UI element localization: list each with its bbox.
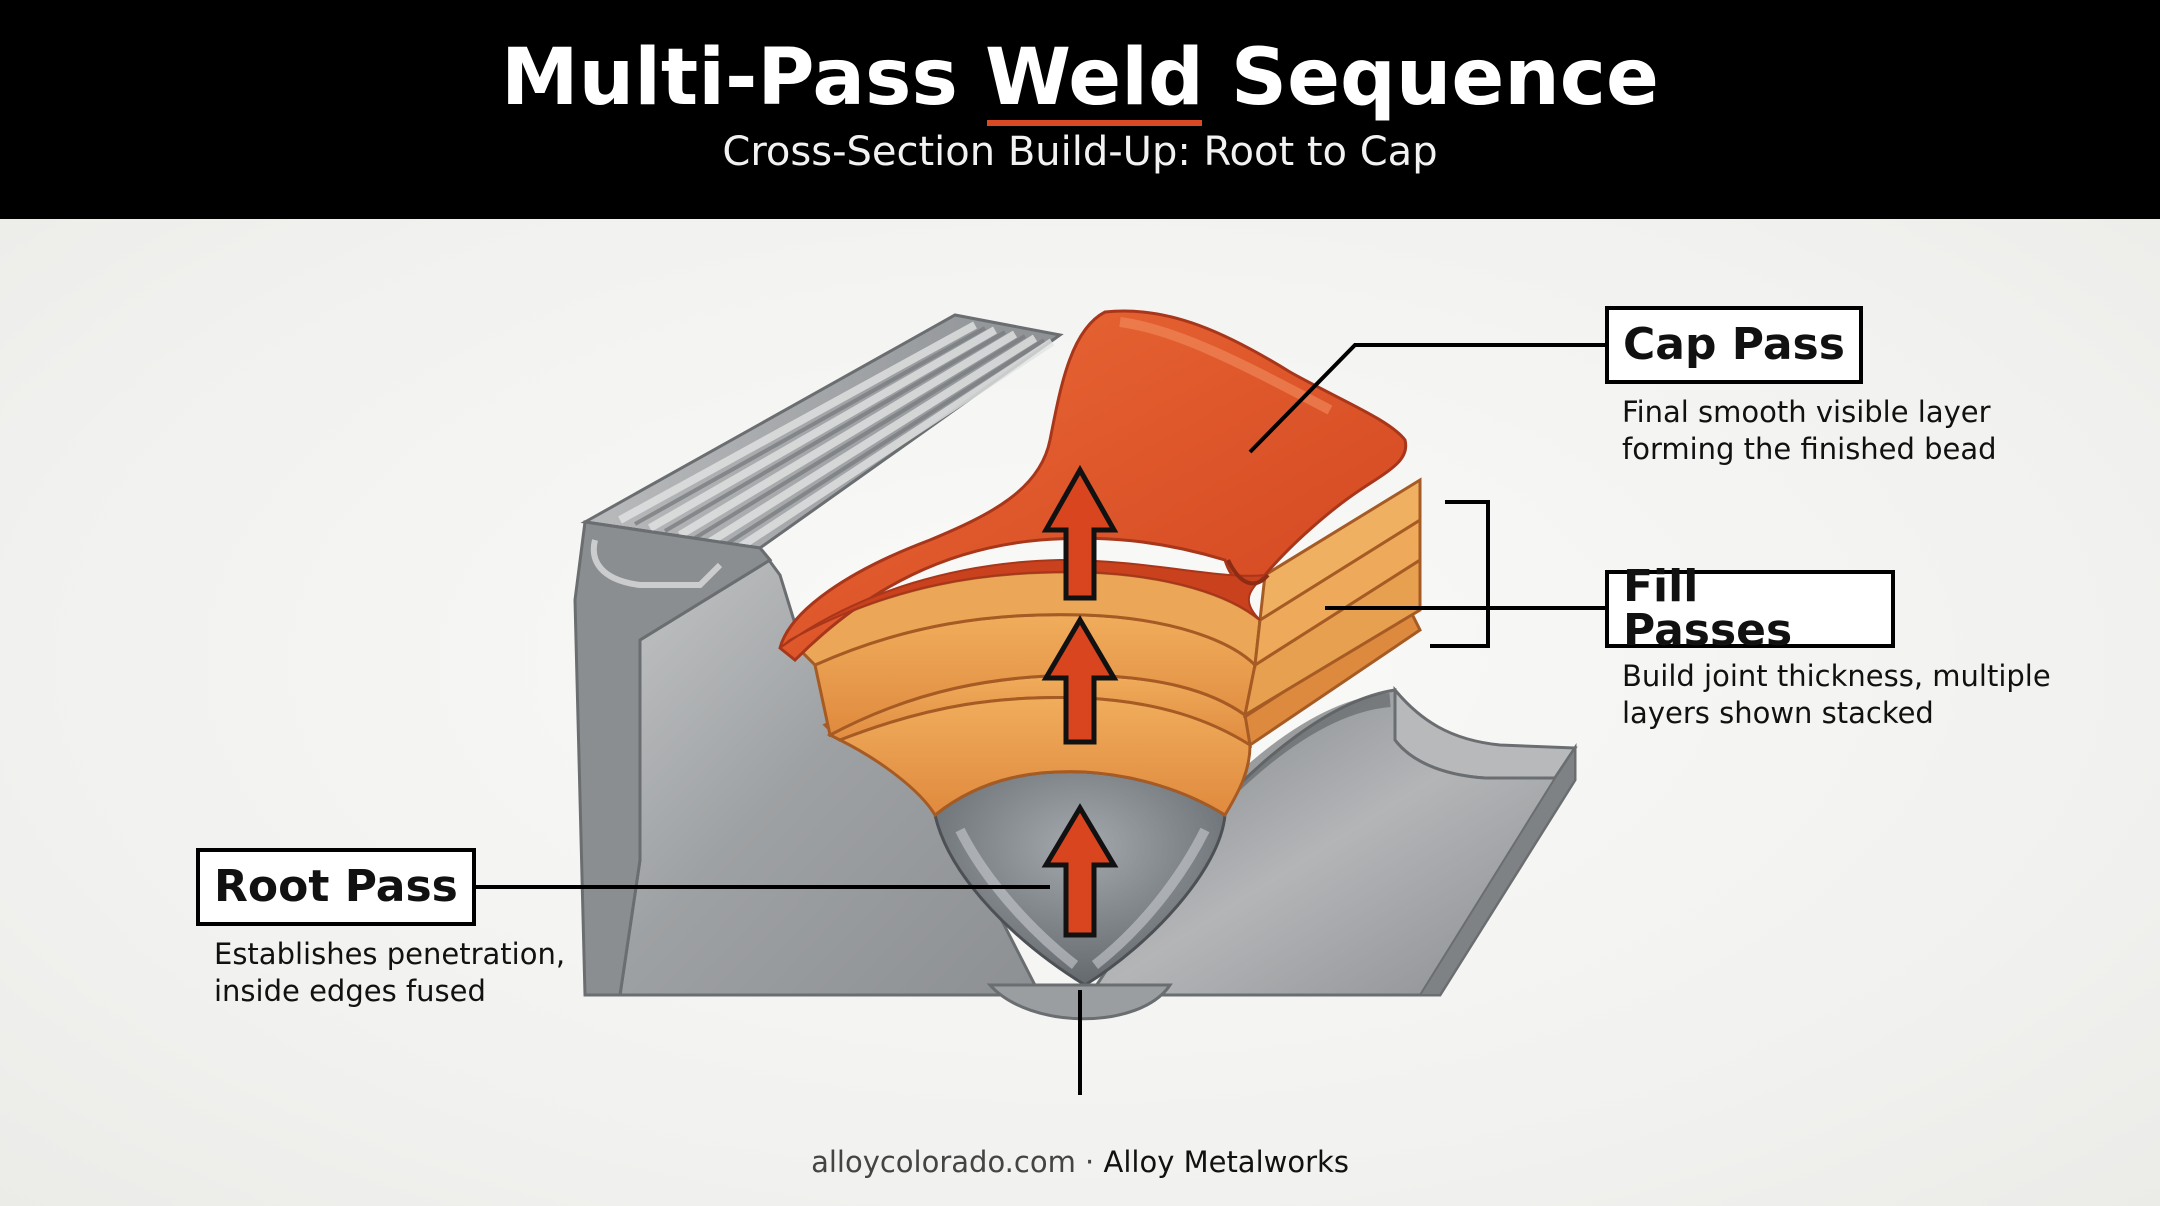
fill-bracket — [1430, 500, 1490, 648]
leader-lines — [472, 343, 1608, 1095]
sequence-arrow-fill — [1041, 615, 1119, 745]
root-pass-desc-line-2: inside edges fused — [214, 974, 486, 1008]
cap-pass-desc-line-1: Final smooth visible layer — [1622, 395, 1991, 429]
header-bar: Multi-Pass Weld Sequence Cross-Section B… — [0, 0, 2160, 219]
fill-passes-desc-line-1: Build joint thickness, multiple — [1622, 659, 2051, 693]
page-title: Multi-Pass Weld Sequence — [0, 33, 2160, 126]
cap-leader-line — [1248, 343, 1608, 454]
root-pass-label: Root Pass — [196, 848, 476, 926]
root-pass-desc-line-1: Establishes penetration, — [214, 937, 566, 971]
page-subtitle: Cross-Section Build-Up: Root to Cap — [722, 129, 1438, 175]
footer-separator: · — [1075, 1145, 1104, 1179]
footer-brand: Alloy Metalworks — [1103, 1145, 1349, 1179]
cap-pass-label: Cap Pass — [1605, 306, 1863, 384]
left-plate-ribs — [618, 321, 1055, 551]
title-highlight-word: Weld — [985, 33, 1204, 126]
sequence-arrows — [1041, 464, 1119, 938]
left-steel-plate — [573, 313, 1064, 997]
footer-site: alloycolorado.com — [811, 1145, 1076, 1179]
fill-passes-stack — [787, 477, 1422, 818]
right-steel-plate — [1087, 685, 1578, 997]
fill-passes-desc-line-2: layers shown stacked — [1622, 696, 1934, 730]
cap-pass-desc-line-2: forming the finished bead — [1622, 432, 1997, 466]
title-part-2: Sequence — [1203, 33, 1659, 123]
fill-passes-label: Fill Passes — [1605, 565, 1895, 653]
title-part-1: Multi-Pass — [501, 33, 986, 123]
sequence-arrow-root — [1041, 803, 1119, 938]
footer-credit: alloycolorado.com · Alloy Metalworks — [0, 1145, 2160, 1179]
sequence-arrow-cap — [1041, 464, 1119, 601]
